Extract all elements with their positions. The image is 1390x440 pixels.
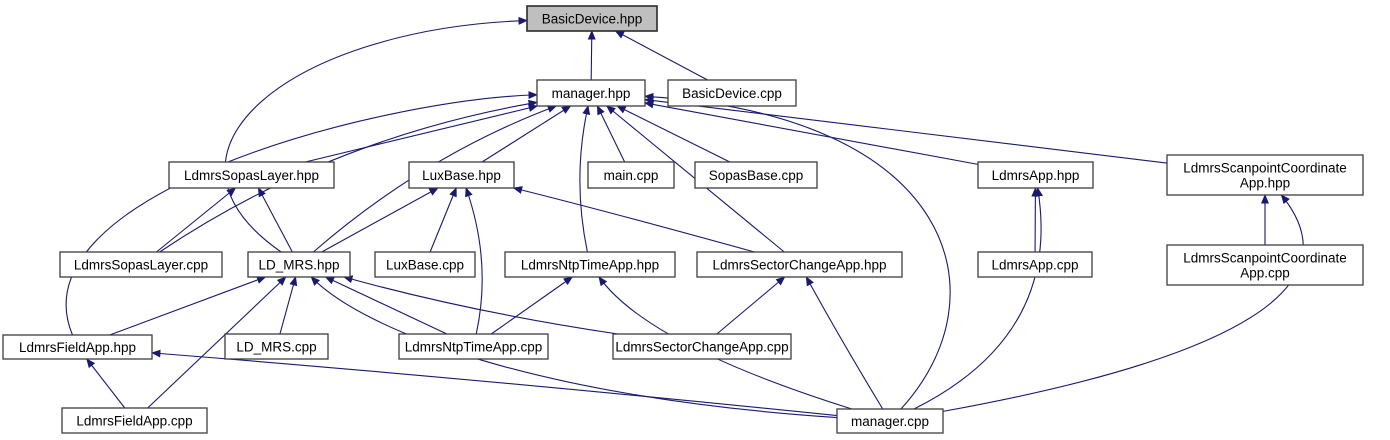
graph-node-label: LdmrsNtpTimeApp.hpp [521, 257, 659, 272]
include-edge-main.cpp-to-manager.hpp [596, 105, 626, 163]
graph-node-label: LdmrsApp.hpp [992, 168, 1080, 183]
graph-node-label: LdmrsSopasLayer.hpp [184, 168, 319, 183]
include-edge-LD_MRS.hpp-to-LdmrsSopasLayer.hpp [257, 187, 293, 253]
include-edge-manager.hpp-to-BasicDevice.hpp [587, 30, 596, 81]
include-edge-LuxBase.cpp-to-LuxBase.hpp [429, 187, 457, 253]
graph-node-label: manager.hpp [552, 86, 631, 101]
graph-node-label: BasicDevice.hpp [542, 11, 643, 26]
include-edge-LdmrsSopasLayer.hpp-to-manager.hpp [305, 104, 539, 163]
graph-node-label: LdmrsSopasLayer.cpp [74, 257, 208, 272]
graph-node-label: LD_MRS.hpp [258, 257, 339, 272]
graph-node-LD_MRS.hpp[interactable]: LD_MRS.hpp [247, 251, 351, 278]
graph-node-LdmrsNtpTimeApp.cpp[interactable]: LdmrsNtpTimeApp.cpp [398, 333, 549, 360]
graph-node-LdmrsSectorChangeApp.cpp[interactable]: LdmrsSectorChangeApp.cpp [612, 333, 792, 360]
include-edge-LdmrsSectorChangeApp.cpp-to-LD_MRS.hpp [343, 275, 619, 335]
graph-node-LdmrsSectorChangeApp.hpp[interactable]: LdmrsSectorChangeApp.hpp [696, 251, 903, 278]
graph-node-LdmrsFieldApp.hpp[interactable]: LdmrsFieldApp.hpp [2, 334, 153, 360]
graph-node-LdmrsApp.hpp[interactable]: LdmrsApp.hpp [977, 161, 1094, 189]
include-edge-LD_MRS.hpp-to-BasicDevice.hpp [224, 16, 528, 253]
graph-node-LdmrsNtpTimeApp.hpp[interactable]: LdmrsNtpTimeApp.hpp [504, 251, 676, 278]
include-edge-LdmrsSectorChangeApp.hpp-to-LuxBase.hpp [512, 186, 755, 253]
include-edge-LdmrsFieldApp.hpp-to-LD_MRS.hpp [109, 276, 267, 336]
include-edge-LdmrsNtpTimeApp.cpp-to-LuxBase.hpp [465, 187, 483, 335]
include-edge-BasicDevice.cpp-to-BasicDevice.hpp [614, 30, 708, 81]
include-edge-manager.cpp-to-LdmrsFieldApp.hpp [151, 349, 838, 417]
include-edge-LdmrsScanpointCoordinateApp.hpp-to-manager.hpp [644, 96, 1168, 164]
graph-node-LdmrsApp.cpp[interactable]: LdmrsApp.cpp [977, 251, 1093, 278]
graph-node-label: LdmrsFieldApp.cpp [76, 413, 192, 428]
graph-node-LuxBase.hpp[interactable]: LuxBase.hpp [408, 161, 515, 189]
graph-node-manager.cpp[interactable]: manager.cpp [836, 408, 944, 434]
graph-node-LuxBase.cpp[interactable]: LuxBase.cpp [374, 251, 476, 278]
graph-node-label: LuxBase.hpp [422, 168, 501, 183]
graph-node-BasicDevice.cpp[interactable]: BasicDevice.cpp [667, 79, 797, 107]
graph-node-label: LuxBase.cpp [386, 257, 464, 272]
graph-node-label: SopasBase.cpp [709, 168, 804, 183]
graph-node-LdmrsSopasLayer.hpp[interactable]: LdmrsSopasLayer.hpp [168, 161, 335, 189]
include-edge-manager.cpp-to-LdmrsScanpointCoordinateApp.hpp [942, 194, 1304, 412]
graph-node-label: LdmrsApp.cpp [991, 257, 1078, 272]
include-edge-LdmrsFieldApp.cpp-to-LdmrsFieldApp.hpp [86, 358, 126, 409]
include-edge-LdmrsFieldApp.cpp-to-LD_MRS.hpp [147, 276, 287, 409]
graph-node-main.cpp[interactable]: main.cpp [587, 161, 675, 189]
graph-node-label: BasicDevice.cpp [682, 86, 782, 101]
include-edge-LdmrsSectorChangeApp.cpp-to-LdmrsSectorChangeApp.hpp [716, 276, 786, 335]
include-edge-LuxBase.hpp-to-manager.hpp [481, 105, 572, 163]
graph-node-LD_MRS.cpp[interactable]: LD_MRS.cpp [224, 333, 329, 360]
include-edge-LdmrsApp.hpp-to-manager.hpp [644, 100, 979, 165]
graph-node-SopasBase.cpp[interactable]: SopasBase.cpp [694, 161, 818, 189]
include-edge-LdmrsSopasLayer.cpp-to-LdmrsSopasLayer.hpp [156, 187, 237, 253]
graph-node-LdmrsFieldApp.cpp[interactable]: LdmrsFieldApp.cpp [61, 407, 208, 434]
graph-node-label: manager.cpp [851, 414, 929, 429]
include-edge-LdmrsFieldApp.hpp-to-manager.hpp [65, 91, 538, 336]
graph-node-BasicDevice.hpp[interactable]: BasicDevice.hpp [526, 5, 658, 32]
include-edge-LdmrsNtpTimeApp.cpp-to-LdmrsNtpTimeApp.hpp [490, 276, 574, 335]
graph-node-manager.hpp[interactable]: manager.hpp [536, 79, 646, 107]
graph-node-label: LdmrsSectorChangeApp.cpp [615, 339, 788, 354]
include-edge-manager.cpp-to-manager.hpp [644, 92, 951, 410]
include-edge-manager.cpp-to-LdmrsSectorChangeApp.hpp [805, 276, 884, 410]
graph-node-label: main.cpp [604, 168, 659, 183]
include-edge-LD_MRS.hpp-to-LuxBase.hpp [321, 187, 439, 253]
include-edge-LD_MRS.cpp-to-LD_MRS.hpp [279, 276, 298, 335]
graph-node-label: LdmrsSectorChangeApp.hpp [712, 257, 886, 272]
include-edge-SopasBase.cpp-to-manager.hpp [616, 105, 731, 163]
include-edge-manager.cpp-to-LdmrsApp.hpp [913, 187, 1043, 410]
graph-node-label: LD_MRS.cpp [236, 339, 316, 354]
include-edge-LdmrsSopasLayer.cpp-to-manager.hpp [159, 99, 538, 253]
include-edge-manager.cpp-to-LD_MRS.hpp [310, 276, 838, 419]
include-edge-LdmrsNtpTimeApp.cpp-to-LD_MRS.hpp [324, 276, 448, 335]
nodes-layer: BasicDevice.hpp manager.hpp BasicDevice.cp… [2, 5, 1364, 434]
graph-node-label: LdmrsNtpTimeApp.cpp [405, 339, 543, 354]
include-edge-LdmrsNtpTimeApp.hpp-to-manager.hpp [579, 105, 591, 253]
graph-node-LdmrsSopasLayer.cpp[interactable]: LdmrsSopasLayer.cpp [59, 251, 223, 278]
graph-node-label: LdmrsFieldApp.hpp [19, 340, 136, 355]
